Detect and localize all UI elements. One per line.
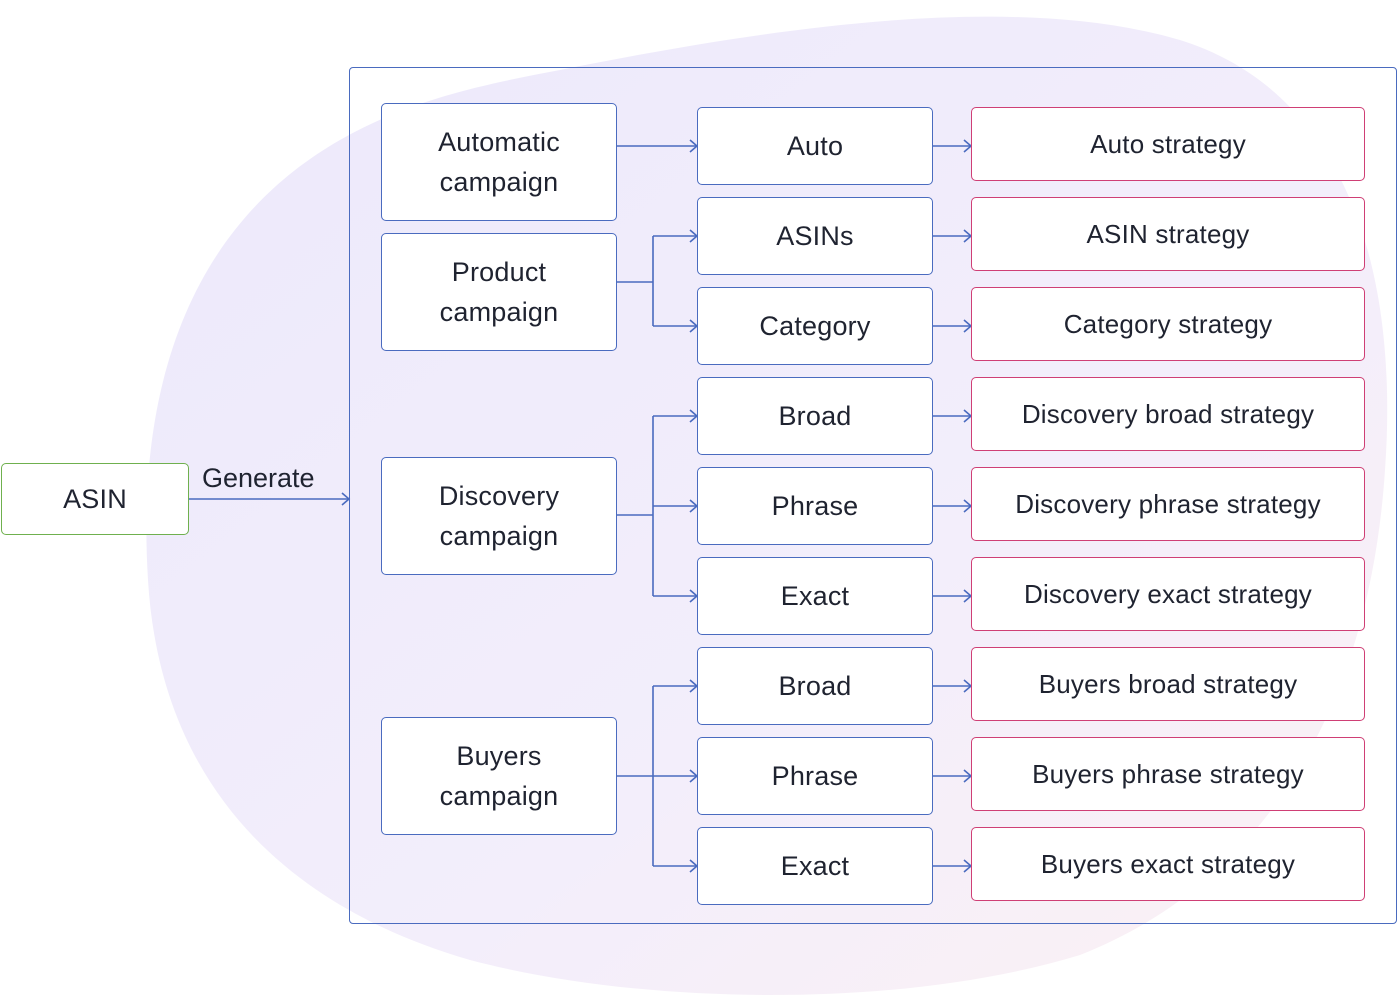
target-node-auto: Auto <box>697 107 933 185</box>
product-campaign-node: Product campaign <box>381 233 617 351</box>
campaign-line2: campaign <box>439 167 559 197</box>
campaign-line1: Buyers <box>456 741 542 771</box>
strategy-label: Buyers exact strategy <box>1040 849 1296 879</box>
campaign-group-frame <box>349 67 1397 924</box>
strategy-label: Category strategy <box>1063 309 1273 339</box>
strategy-node-asin: ASIN strategy <box>971 197 1365 271</box>
target-node-category: Category <box>697 287 933 365</box>
target-label: Broad <box>778 671 852 701</box>
strategy-node-auto: Auto strategy <box>971 107 1365 181</box>
campaign-line1: Automatic <box>438 127 560 157</box>
target-node-buyers-phrase: Phrase <box>697 737 933 815</box>
strategy-label: Buyers broad strategy <box>1038 669 1298 699</box>
strategy-label: Discovery broad strategy <box>1021 399 1315 429</box>
campaign-line2: campaign <box>439 521 559 551</box>
strategy-node-discovery-exact: Discovery exact strategy <box>971 557 1365 631</box>
connector-discovery-branch <box>617 415 697 597</box>
automatic-campaign-node: Automatic campaign <box>381 103 617 221</box>
target-label: Phrase <box>771 491 859 521</box>
strategy-node-buyers-broad: Buyers broad strategy <box>971 647 1365 721</box>
strategy-label: ASIN strategy <box>1086 219 1250 249</box>
target-label: ASINs <box>776 221 854 251</box>
arrowhead-source <box>341 492 351 506</box>
asin-source-node: ASIN <box>1 463 189 535</box>
target-node-asins: ASINs <box>697 197 933 275</box>
strategy-label: Discovery phrase strategy <box>1015 489 1321 519</box>
target-node-buyers-broad: Broad <box>697 647 933 725</box>
strategy-node-discovery-broad: Discovery broad strategy <box>971 377 1365 451</box>
target-label: Category <box>759 311 871 341</box>
strategy-label: Discovery exact strategy <box>1023 579 1312 609</box>
campaign-line2: campaign <box>439 781 559 811</box>
campaign-line1: Discovery <box>438 481 560 511</box>
generate-edge-label: Generate <box>202 463 315 493</box>
target-node-discovery-broad: Broad <box>697 377 933 455</box>
connector-product-branch <box>617 235 697 327</box>
target-label: Exact <box>780 851 850 881</box>
target-node-discovery-phrase: Phrase <box>697 467 933 545</box>
asin-source-label: ASIN <box>63 484 127 514</box>
target-node-discovery-exact: Exact <box>697 557 933 635</box>
campaign-line2: campaign <box>439 297 559 327</box>
strategy-node-buyers-exact: Buyers exact strategy <box>971 827 1365 901</box>
buyers-campaign-node: Buyers campaign <box>381 717 617 835</box>
target-label: Phrase <box>771 761 859 791</box>
strategy-node-discovery-phrase: Discovery phrase strategy <box>971 467 1365 541</box>
strategy-node-category: Category strategy <box>971 287 1365 361</box>
strategy-label: Buyers phrase strategy <box>1032 759 1304 789</box>
strategy-node-buyers-phrase: Buyers phrase strategy <box>971 737 1365 811</box>
target-label: Auto <box>786 131 844 161</box>
campaign-line1: Product <box>451 257 547 287</box>
target-label: Exact <box>780 581 850 611</box>
connector-to-strategies <box>933 145 971 867</box>
target-node-buyers-exact: Exact <box>697 827 933 905</box>
target-label: Broad <box>778 401 852 431</box>
connector-buyers-branch <box>617 685 697 867</box>
strategy-label: Auto strategy <box>1090 129 1246 159</box>
discovery-campaign-node: Discovery campaign <box>381 457 617 575</box>
